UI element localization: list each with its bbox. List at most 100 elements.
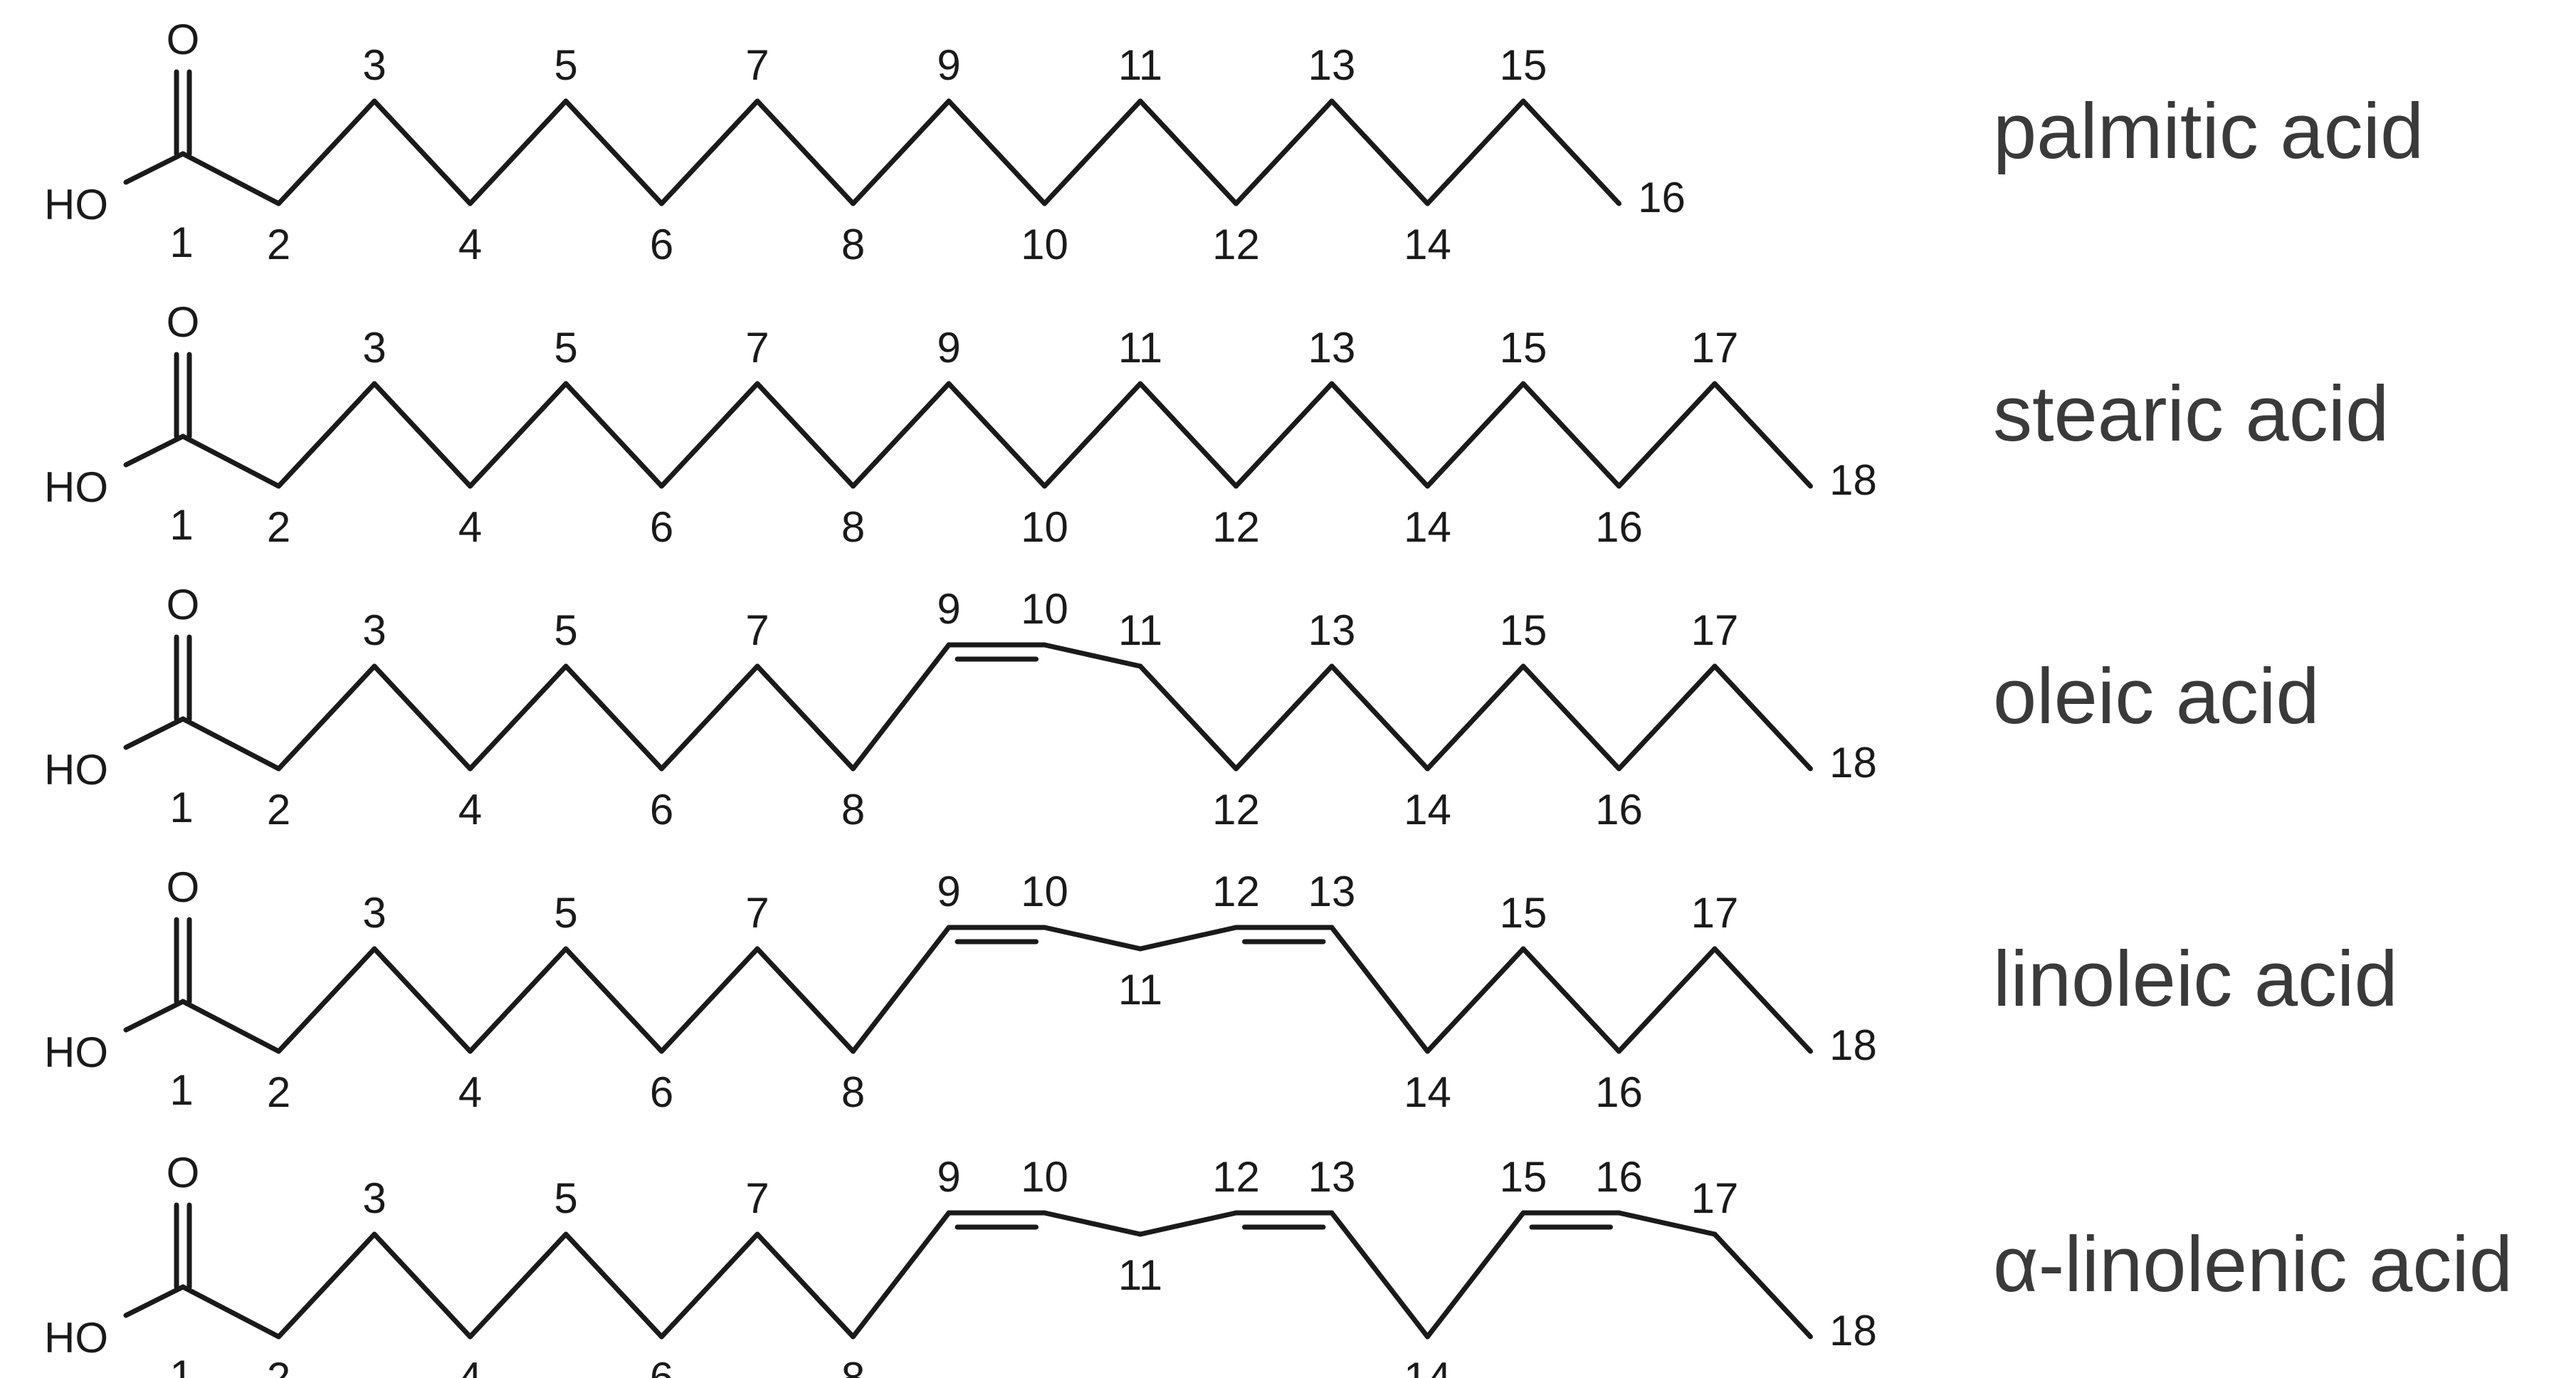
carbon-number-10: 10 [1021, 221, 1068, 268]
hydroxyl-bond [123, 151, 186, 185]
chain-bond [851, 1210, 952, 1340]
carbon-number-8: 8 [841, 503, 865, 551]
chain-bond [1425, 381, 1526, 489]
chain-bond [1616, 381, 1718, 489]
chain-bond [946, 381, 1047, 489]
chain-bond [1137, 381, 1239, 489]
carbon-number-3: 3 [362, 1174, 386, 1222]
carbon-number-13: 13 [1308, 1153, 1356, 1201]
carbon-number-14: 14 [1404, 1354, 1451, 1378]
carbon-number-13: 13 [1308, 41, 1356, 89]
carbon-number-6: 6 [650, 1354, 673, 1378]
carbon-number-10: 10 [1021, 1153, 1068, 1201]
carbon-number-14: 14 [1404, 221, 1451, 268]
oxygen-label: O [167, 298, 200, 346]
carbon-number-10: 10 [1021, 868, 1068, 915]
carbon-number-9: 9 [937, 324, 960, 372]
hydroxyl-label: HO [44, 1314, 108, 1362]
carbon-number-7: 7 [745, 41, 769, 89]
carbon-number-11: 11 [1118, 966, 1162, 1014]
chain-bond [659, 98, 760, 206]
chain-bond [851, 98, 952, 206]
carbon-number-18: 18 [1829, 739, 1877, 787]
hydroxyl-label: HO [44, 746, 108, 794]
oxygen-label: O [167, 581, 200, 628]
chain-bond [659, 1231, 760, 1340]
carbon-number-7: 7 [745, 1174, 769, 1222]
carbon-number-5: 5 [554, 41, 577, 89]
chain-bond [180, 999, 281, 1054]
carbon-number-1: 1 [169, 1066, 193, 1114]
carbon-number-15: 15 [1500, 41, 1547, 89]
chain-bond [1329, 381, 1430, 489]
carbon-number-2: 2 [267, 503, 290, 551]
chain-bond [1137, 663, 1239, 772]
carbon-number-2: 2 [267, 1068, 290, 1116]
chain-bond [276, 1231, 377, 1340]
chain-bond [563, 1231, 664, 1340]
carbon-number-4: 4 [458, 1354, 482, 1378]
carbon-number-8: 8 [841, 1354, 865, 1378]
carbon-number-13: 13 [1308, 324, 1356, 372]
carbon-number-3: 3 [362, 606, 386, 654]
carbon-number-17: 17 [1691, 1174, 1739, 1222]
hydroxyl-label: HO [44, 181, 108, 228]
chain-bond [755, 663, 856, 772]
chain-bond [755, 381, 856, 489]
carbon-number-5: 5 [554, 606, 577, 654]
chain-bond [276, 946, 377, 1054]
chain-bond [1234, 663, 1335, 772]
chain-bond [180, 716, 281, 772]
chain-bond [1137, 925, 1239, 952]
carbon-number-1: 1 [169, 1352, 193, 1378]
chain-bond [372, 946, 473, 1054]
chain-bond [1042, 925, 1143, 952]
chain-bond [372, 1231, 473, 1340]
fatty-acid-name: α-linolenic acid [1993, 1221, 2513, 1308]
chain-bond [1712, 946, 1813, 1054]
carbon-number-5: 5 [554, 1174, 577, 1222]
carbon-number-16: 16 [1595, 786, 1643, 833]
chain-bond [1042, 98, 1143, 206]
carbon-number-9: 9 [937, 1153, 960, 1201]
chain-bond [659, 381, 760, 489]
chain-bond [1616, 1210, 1718, 1237]
chain-bond [1520, 663, 1621, 772]
chain-bond [276, 663, 377, 772]
chain-bond [659, 663, 760, 772]
carbon-number-13: 13 [1308, 868, 1356, 915]
carbon-number-16: 16 [1595, 1068, 1643, 1116]
oxygen-label: O [167, 863, 200, 911]
carbon-number-3: 3 [362, 889, 386, 937]
chain-bond [180, 1284, 281, 1340]
carbon-number-8: 8 [841, 1068, 865, 1116]
carbon-number-6: 6 [650, 1068, 673, 1116]
chain-bond [276, 381, 377, 489]
carbon-number-3: 3 [362, 41, 386, 89]
chain-bond [1520, 381, 1621, 489]
chain-bond [1329, 98, 1430, 206]
chain-bond [1425, 663, 1526, 772]
carbon-number-15: 15 [1500, 324, 1547, 372]
carbon-number-5: 5 [554, 324, 577, 372]
chain-bond [1329, 925, 1430, 1054]
chain-bond [659, 946, 760, 1054]
chain-bond [563, 663, 664, 772]
carbon-number-16: 16 [1595, 1153, 1643, 1201]
carbon-number-14: 14 [1404, 1068, 1451, 1116]
carbon-number-8: 8 [841, 221, 865, 268]
hydroxyl-bond [123, 999, 186, 1033]
chain-bond [563, 98, 664, 206]
carbon-number-12: 12 [1212, 1153, 1260, 1201]
chain-bond [468, 1231, 569, 1340]
hydroxyl-label: HO [44, 463, 108, 511]
hydroxyl-bond [123, 716, 186, 750]
carbon-number-17: 17 [1691, 324, 1739, 372]
chain-bond [1137, 98, 1239, 206]
carbon-number-17: 17 [1691, 606, 1739, 654]
chain-bond [1425, 946, 1526, 1054]
carbon-number-6: 6 [650, 221, 673, 268]
oxygen-label: O [167, 1149, 200, 1196]
carbon-number-8: 8 [841, 786, 865, 833]
chain-bond [851, 925, 952, 1054]
